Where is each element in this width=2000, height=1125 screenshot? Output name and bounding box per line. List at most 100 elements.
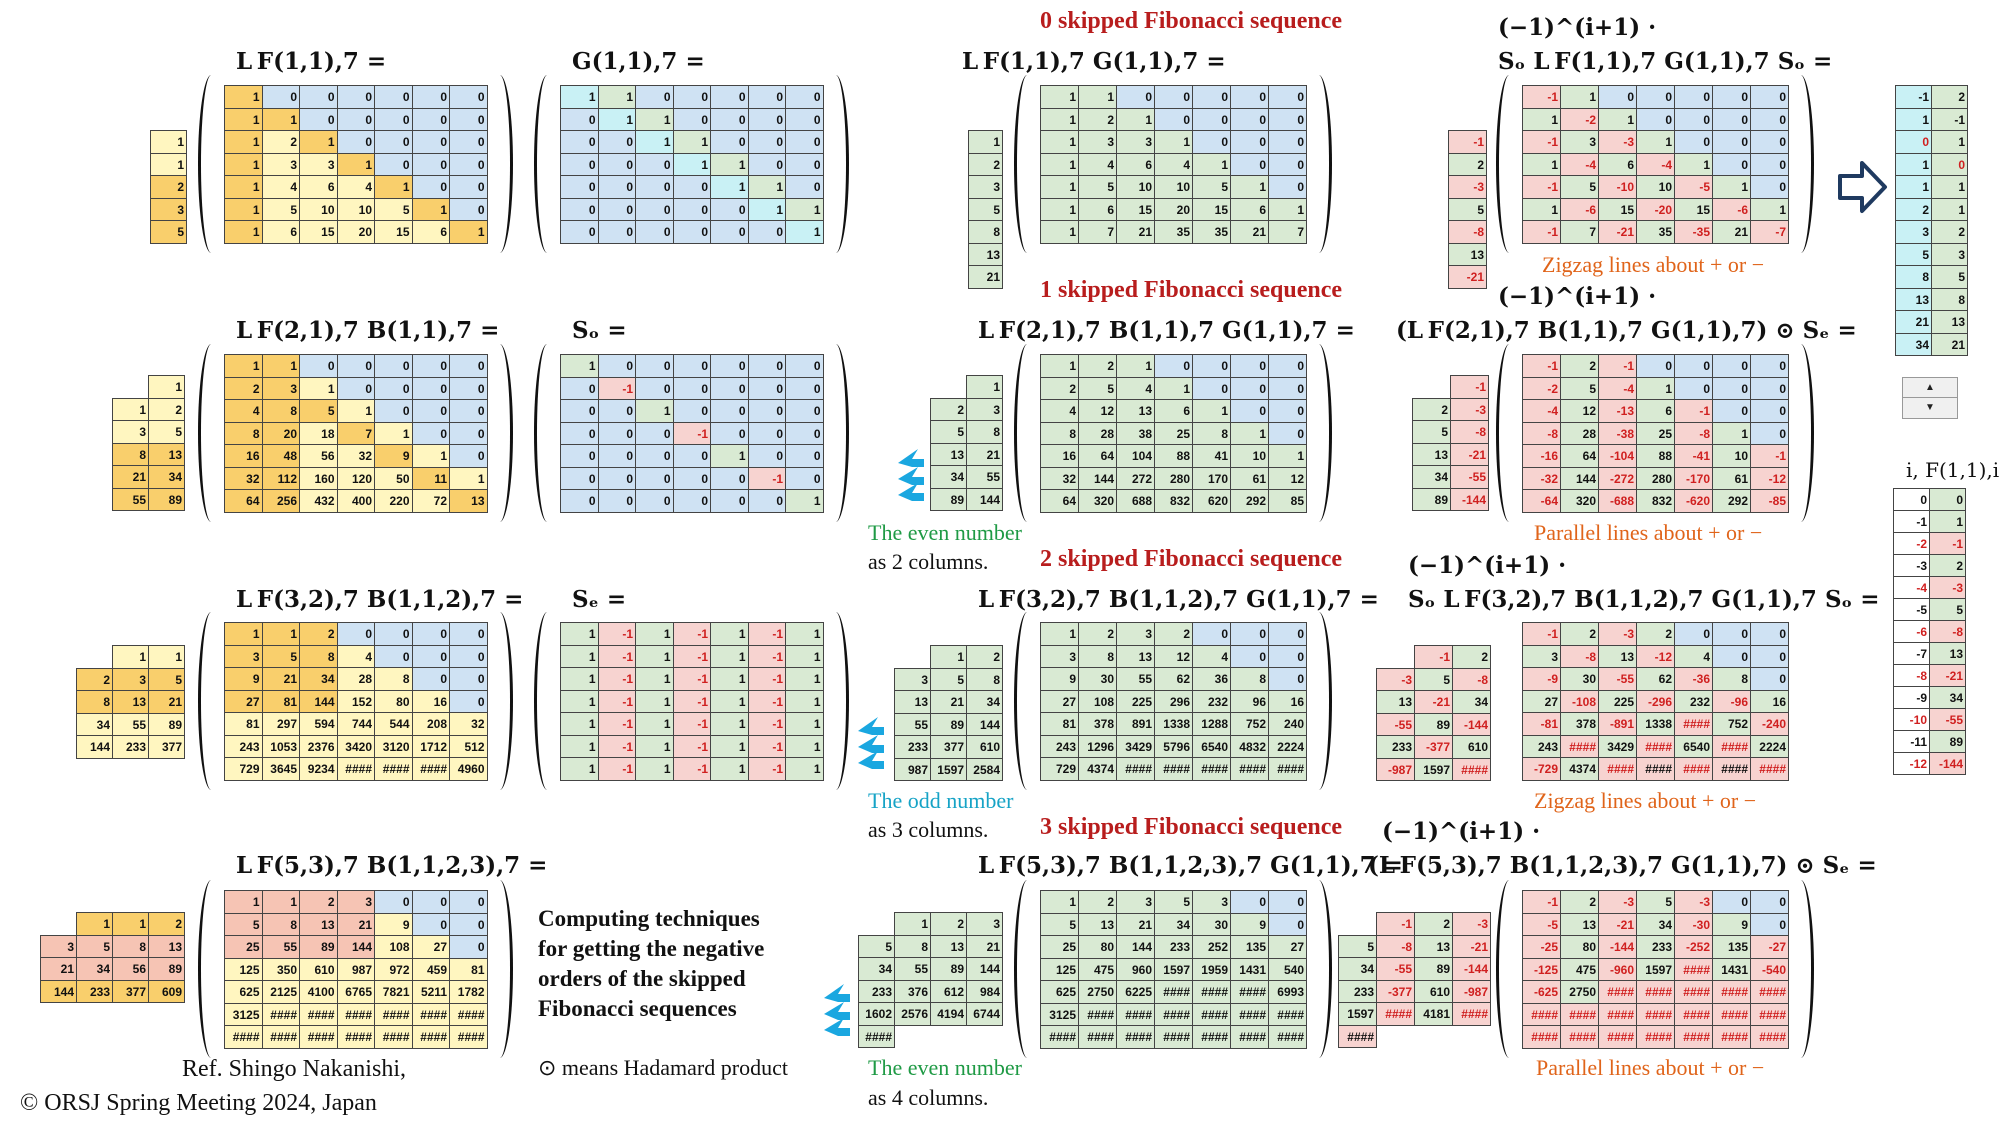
matrix-cell: 104	[1116, 444, 1155, 468]
matrix-cell: ####	[1750, 1025, 1789, 1049]
blue-arrows-icon-1	[898, 449, 924, 501]
matrix-cell: -1	[1522, 175, 1561, 199]
matrix-cell: 1	[224, 130, 263, 154]
matrix-cell: 612	[930, 979, 967, 1003]
matrix-cell: 89	[930, 487, 967, 511]
matrix-cell: -21	[1929, 664, 1966, 687]
spinner-up-icon[interactable]: ▲	[1903, 378, 1957, 398]
matrix-cell: 400	[336, 489, 375, 513]
matrix-cell: 1	[785, 689, 824, 713]
matrix-cell: 8	[1895, 265, 1932, 289]
matrix-cell: 1	[560, 757, 599, 781]
matrix-cell: 832	[1636, 489, 1675, 513]
matrix-cell: 55	[1116, 667, 1155, 691]
matrix-cell: 1	[1116, 354, 1155, 378]
matrix-cell: 2	[224, 376, 263, 400]
matrix-cell: 0	[597, 152, 636, 176]
matrix-cell: 15	[1598, 197, 1637, 221]
label-lf53bg: L F(5,3),7 B(1,1,2,3),7 G(1,1),7 =	[978, 852, 1403, 879]
matrix-cell: -625	[1522, 980, 1561, 1004]
matrix-cell: 2	[1448, 152, 1487, 176]
matrix-cell: 135	[1712, 935, 1751, 959]
matrix-cell: 0	[710, 354, 749, 378]
matrix-cell: 64	[224, 489, 263, 513]
label-lf21b: L F(2,1),7 B(1,1),7 =	[236, 317, 500, 344]
matrix-cell: 0	[449, 175, 488, 199]
matrix-cell: 34	[1412, 465, 1451, 489]
right-paren	[1792, 75, 1814, 253]
matrix-cell: 0	[597, 354, 636, 378]
matrix-cell: 0	[1750, 399, 1789, 423]
spinner-down-icon[interactable]: ▼	[1925, 402, 1935, 413]
matrix-cell: 6225	[1116, 980, 1155, 1004]
matrix-cell: 0	[411, 130, 450, 154]
matrix-cell: 3125	[224, 1002, 263, 1026]
matrix-cell: 0	[597, 421, 636, 445]
matrix-cell: 18	[299, 421, 338, 445]
matrix-cell: 4	[1040, 399, 1079, 423]
matrix-cell: 0	[747, 376, 786, 400]
matrix-cell: 7	[336, 421, 375, 445]
matrix-cell: 377	[148, 735, 185, 759]
matrix-cell: -3	[1893, 554, 1930, 577]
matrix-cell: 243	[224, 734, 263, 758]
right-arrow-icon	[1838, 161, 1887, 213]
matrix-cell: ####	[1636, 757, 1675, 781]
matrix-cell: 9	[1230, 912, 1269, 936]
matrix-cell: 9	[1040, 667, 1079, 691]
left-paren	[1014, 344, 1036, 522]
label-g11: G(1,1),7 =	[572, 48, 705, 75]
matrix-cell: 12	[1268, 466, 1307, 490]
matrix-cell: 0	[449, 152, 488, 176]
matrix-cell: ####	[1116, 1002, 1155, 1026]
matrix-cell: -9	[1522, 667, 1561, 691]
matrix-cell: 0	[672, 197, 711, 221]
matrix-cell: 1	[710, 444, 749, 468]
matrix-cell: 1	[785, 622, 824, 646]
matrix-cell: 0	[1750, 354, 1789, 378]
matrix-cell: 3429	[1116, 734, 1155, 758]
matrix-cell: ####	[374, 757, 413, 781]
matrix-cell: 0	[672, 376, 711, 400]
matrix-cell: 1	[449, 466, 488, 490]
matrix-cell: 0	[1230, 107, 1269, 131]
matrix-cell: 34	[76, 957, 113, 981]
matrix-cell: -3	[1598, 130, 1637, 154]
matrix-cell: 233	[1338, 979, 1377, 1003]
matrix-cell: 233	[894, 735, 931, 759]
matrix-cell: 21	[966, 442, 1003, 466]
matrix-cell: 625	[224, 980, 263, 1004]
matrix-cell: 1	[1931, 197, 1968, 221]
spinner-widget[interactable]: ▲ ▼	[1902, 377, 1958, 419]
matrix-cell: 4	[1078, 152, 1117, 176]
matrix-cell: 1338	[1636, 712, 1675, 736]
label-lf21bg: L F(2,1),7 B(1,1),7 G(1,1),7 =	[978, 317, 1355, 344]
matrix-cell: 1	[968, 130, 1003, 154]
matrix-cell: 1	[785, 220, 824, 244]
matrix-cell: 3	[150, 197, 187, 221]
matrix-cell: 3420	[336, 734, 375, 758]
matrix-cell: 55	[112, 487, 149, 511]
matrix-cell: -1	[747, 712, 786, 736]
matrix-cell: 36	[1192, 667, 1231, 691]
matrix-cell: ####	[261, 1002, 300, 1026]
matrix-cell: ####	[1522, 1002, 1561, 1026]
matrix-cell: 0	[672, 489, 711, 513]
matrix-cell: 3	[1522, 644, 1561, 668]
matrix-cell: ####	[1674, 1002, 1713, 1026]
matrix-cell: 1	[785, 712, 824, 736]
matrix-cell: 10	[1154, 175, 1193, 199]
matrix-cell: 0	[411, 890, 450, 914]
matrix-cell: -16	[1522, 444, 1561, 468]
matrix-cell: 89	[930, 712, 967, 736]
matrix-cell: 8	[1192, 421, 1231, 445]
matrix-cell: -55	[1929, 708, 1966, 731]
matrix-cell: 7821	[374, 980, 413, 1004]
matrix-cell: 2	[148, 397, 185, 421]
matrix-cell: 1	[635, 644, 674, 668]
matrix-cell: 3	[1116, 130, 1155, 154]
matrix-cell: 972	[374, 957, 413, 981]
matrix-cell: -7	[1893, 642, 1930, 665]
matrix-cell: 0	[1230, 644, 1269, 668]
